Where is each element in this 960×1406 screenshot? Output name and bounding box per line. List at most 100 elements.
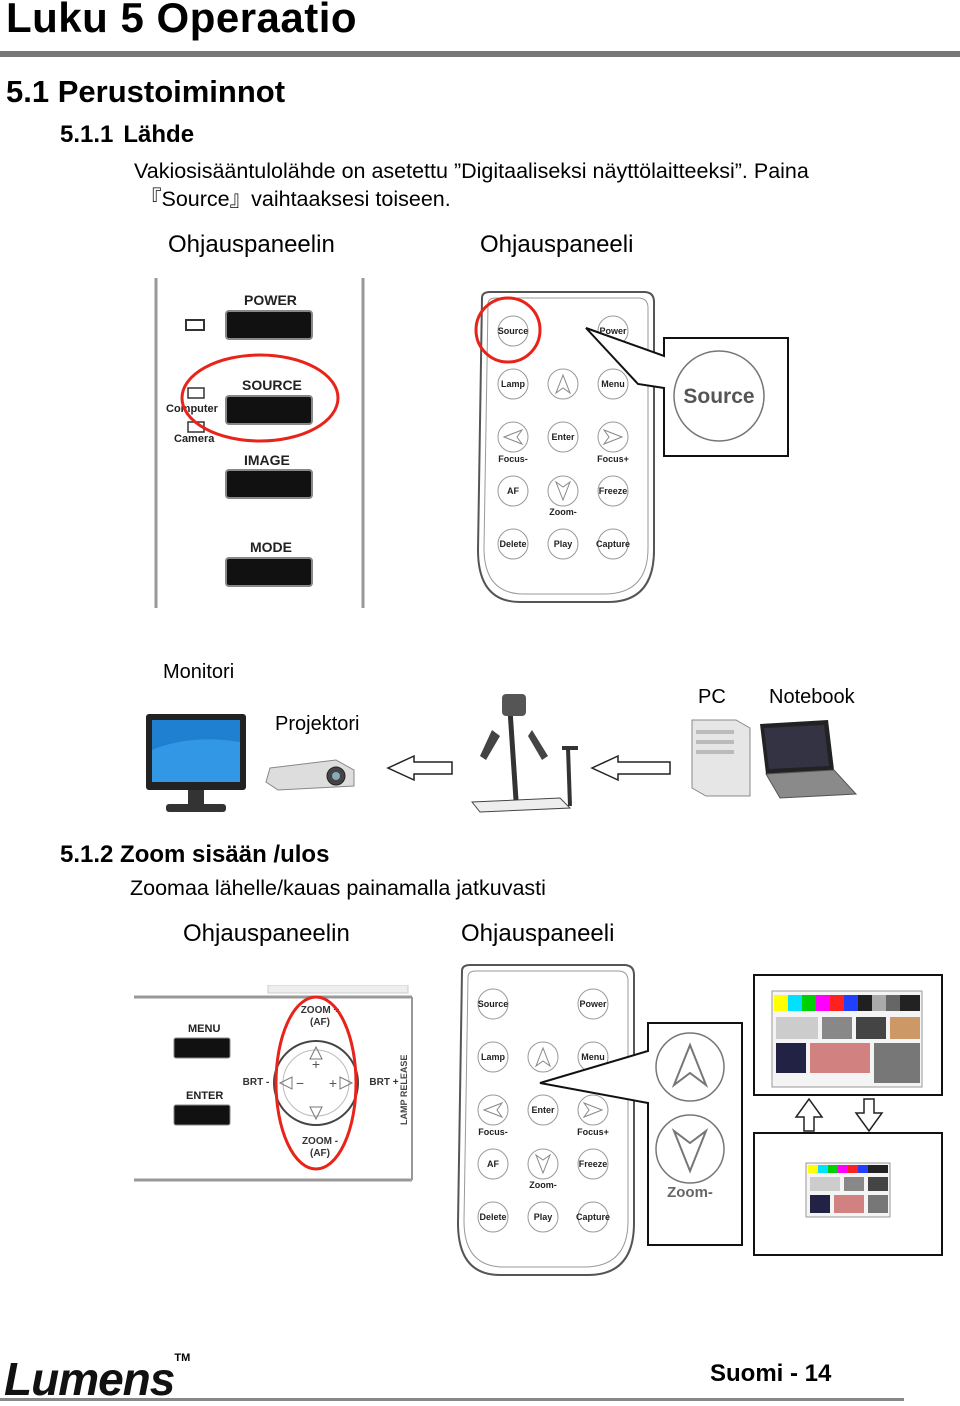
source-button[interactable] bbox=[225, 395, 313, 425]
remote-zoom-figure: Source Power Lamp Menu Enter Focus- Focu… bbox=[456, 964, 743, 1276]
remote2-left-button[interactable] bbox=[477, 1094, 509, 1126]
remote-power-button[interactable]: Power bbox=[599, 326, 627, 336]
zoomed-in-test-chart bbox=[771, 990, 923, 1088]
remote-play-button[interactable]: Play bbox=[554, 539, 573, 549]
subsection-source-title: 5.1.1 Lähde bbox=[60, 121, 194, 149]
remote-capture-button[interactable]: Capture bbox=[596, 539, 630, 549]
enter-button[interactable] bbox=[173, 1104, 231, 1126]
source-text-line2: 『Source』vaihtaaksesi toiseen. bbox=[140, 187, 451, 211]
remote-source-button[interactable]: Source bbox=[498, 326, 529, 336]
remote2-zoom-down-button[interactable] bbox=[527, 1148, 559, 1180]
remote2-zoom-minus-label: Zoom- bbox=[529, 1180, 557, 1190]
remote2-freeze-button[interactable]: Freeze bbox=[579, 1159, 608, 1169]
remote2-focus-minus-label: Focus- bbox=[478, 1127, 508, 1137]
remote2-power-button[interactable]: Power bbox=[579, 999, 607, 1009]
callout-zoom-up-icon bbox=[671, 1042, 709, 1088]
brt-minus-label: BRT - bbox=[243, 1077, 270, 1088]
remote2-play-button[interactable]: Play bbox=[534, 1212, 553, 1222]
navigation-wheel[interactable] bbox=[273, 1040, 359, 1126]
page-number: Suomi - 14 bbox=[710, 1360, 832, 1387]
mode-button[interactable] bbox=[225, 557, 313, 587]
source-description: Vakiosisääntulolähde on asetettu ”Digita… bbox=[134, 157, 914, 213]
remote-focus-plus-label: Focus+ bbox=[597, 454, 629, 464]
enter-label: ENTER bbox=[186, 1090, 223, 1102]
remote-source-figure: Source Power Lamp Menu Enter Focus- Focu… bbox=[474, 291, 789, 603]
remote-af-button[interactable]: AF bbox=[507, 486, 519, 496]
remote-up-button[interactable] bbox=[547, 368, 579, 400]
zoom-description: Zoomaa lähelle/kauas painamalla jatkuvas… bbox=[130, 876, 546, 900]
zoom-comparison-figure bbox=[753, 974, 943, 1256]
remote-zoom-minus-label: Zoom- bbox=[549, 507, 577, 517]
remote-focus-minus-label: Focus- bbox=[498, 454, 528, 464]
remote2-lamp-button[interactable]: Lamp bbox=[481, 1052, 506, 1062]
control-panel-zoom-figure: MENU ENTER ZOOM + (AF) ZOOM - (AF) BRT -… bbox=[134, 985, 413, 1182]
control-panel-source-figure: POWER SOURCE Computer Camera IMAGE MODE bbox=[154, 278, 365, 608]
chapter-divider bbox=[0, 51, 960, 57]
remote2-focus-plus-label: Focus+ bbox=[577, 1127, 609, 1137]
zoomed-out-test-chart bbox=[805, 1162, 891, 1218]
zoom-down-icon[interactable] bbox=[309, 1106, 323, 1121]
zoom-minus-af-label: (AF) bbox=[310, 1148, 330, 1159]
image-button[interactable] bbox=[225, 469, 313, 499]
remote-delete-button[interactable]: Delete bbox=[499, 539, 526, 549]
source-label: SOURCE bbox=[242, 377, 302, 393]
remote-enter-button[interactable]: Enter bbox=[551, 432, 575, 442]
section-title: 5.1 Perustoiminnot bbox=[6, 74, 286, 109]
plus-icon: + bbox=[312, 1056, 320, 1072]
remote-menu-button[interactable]: Menu bbox=[601, 379, 625, 389]
brt-left-icon[interactable] bbox=[278, 1076, 293, 1090]
source-text-line1: Vakiosisääntulolähde on asetettu ”Digita… bbox=[134, 159, 809, 183]
arrow-left-icon-2 bbox=[590, 754, 671, 782]
remote2-af-button[interactable]: AF bbox=[487, 1159, 499, 1169]
arrow-left-icon bbox=[386, 754, 453, 782]
brt-plus-label: BRT + bbox=[369, 1077, 398, 1088]
subsection-label: Lähde bbox=[123, 121, 195, 148]
notebook-icon bbox=[760, 720, 858, 799]
arrow-down-icon bbox=[854, 1098, 884, 1133]
remote2-source-button[interactable]: Source bbox=[478, 999, 509, 1009]
image-label: IMAGE bbox=[244, 452, 290, 468]
remote-freeze-button[interactable]: Freeze bbox=[599, 486, 628, 496]
menu-label: MENU bbox=[188, 1023, 220, 1035]
remote2-zoom-up-button[interactable] bbox=[527, 1041, 559, 1073]
remote-down-button[interactable] bbox=[547, 475, 579, 507]
plus-icon-2: + bbox=[329, 1075, 337, 1091]
callout-source-text: Source bbox=[683, 385, 754, 408]
zoom-remote-label: Ohjauspaneeli bbox=[461, 920, 615, 947]
zoom-plus-label: ZOOM + bbox=[301, 1005, 340, 1016]
zoom-section-title: 5.1.2 Zoom sisään /ulos bbox=[60, 841, 330, 868]
projector-label: Projektori bbox=[275, 713, 360, 735]
brt-right-icon[interactable] bbox=[339, 1076, 354, 1090]
arrow-up-icon bbox=[794, 1097, 824, 1132]
remote2-enter-button[interactable]: Enter bbox=[531, 1105, 555, 1115]
remote-left-button[interactable] bbox=[497, 421, 529, 453]
document-camera-icon bbox=[470, 694, 578, 813]
brand-name: Lumens bbox=[4, 1353, 175, 1405]
chapter-title: Luku 5 Operaatio bbox=[6, 0, 358, 41]
menu-button[interactable] bbox=[173, 1037, 231, 1059]
remote2-menu-button[interactable]: Menu bbox=[581, 1052, 605, 1062]
power-button[interactable] bbox=[225, 310, 313, 340]
subsection-number: 5.1.1 bbox=[60, 121, 114, 148]
remote-lamp-button[interactable]: Lamp bbox=[501, 379, 526, 389]
remote2-right-button[interactable] bbox=[577, 1094, 609, 1126]
minus-icon: − bbox=[296, 1075, 304, 1091]
remote-label: Ohjauspaneeli bbox=[480, 231, 634, 258]
lumens-logo: LumensTM bbox=[4, 1352, 190, 1406]
source-highlight-circle bbox=[180, 353, 340, 443]
remote2-delete-button[interactable]: Delete bbox=[479, 1212, 506, 1222]
computer-label: Computer bbox=[166, 403, 219, 415]
notebook-label: Notebook bbox=[769, 686, 855, 708]
callout-zoom-minus-text: Zoom- bbox=[667, 1184, 713, 1201]
zoom-plus-af-label: (AF) bbox=[310, 1017, 330, 1028]
camera-label: Camera bbox=[174, 433, 215, 445]
callout-zoom-down-icon bbox=[671, 1128, 709, 1174]
monitor-label: Monitori bbox=[163, 661, 235, 683]
monitor-icon bbox=[146, 714, 246, 812]
device-connection-figure bbox=[146, 694, 858, 813]
remote-right-button[interactable] bbox=[597, 421, 629, 453]
zoom-minus-label: ZOOM - bbox=[302, 1136, 338, 1147]
zoom-control-panel-label: Ohjauspaneelin bbox=[183, 920, 350, 947]
zoom-up-icon[interactable] bbox=[309, 1045, 323, 1060]
remote2-capture-button[interactable]: Capture bbox=[576, 1212, 610, 1222]
